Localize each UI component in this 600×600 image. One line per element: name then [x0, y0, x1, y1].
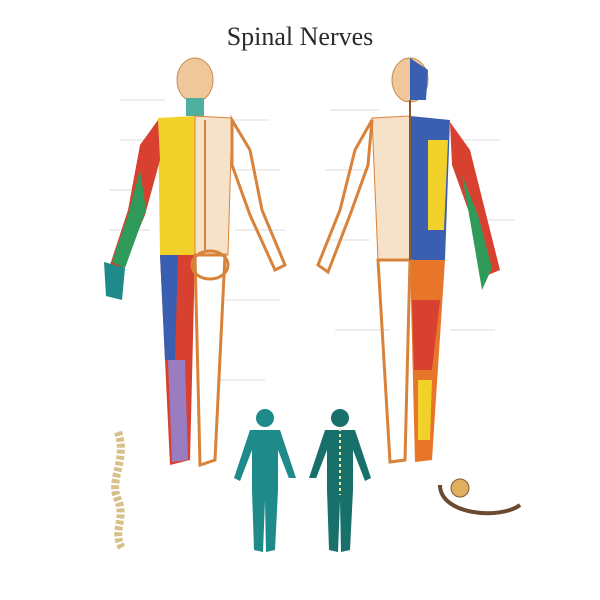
dermatome-note-box — [278, 478, 326, 522]
label-lines — [110, 99, 515, 381]
spinal-column-figure — [111, 430, 126, 551]
back-dermatome-small — [309, 409, 371, 552]
front-dermatome-small — [234, 409, 296, 552]
spinal-nerve-detail-figure — [438, 478, 522, 516]
poster-title: Spinal Nerves — [226, 22, 374, 51]
front-view-figure — [104, 57, 287, 468]
back-view-figure — [316, 57, 500, 464]
